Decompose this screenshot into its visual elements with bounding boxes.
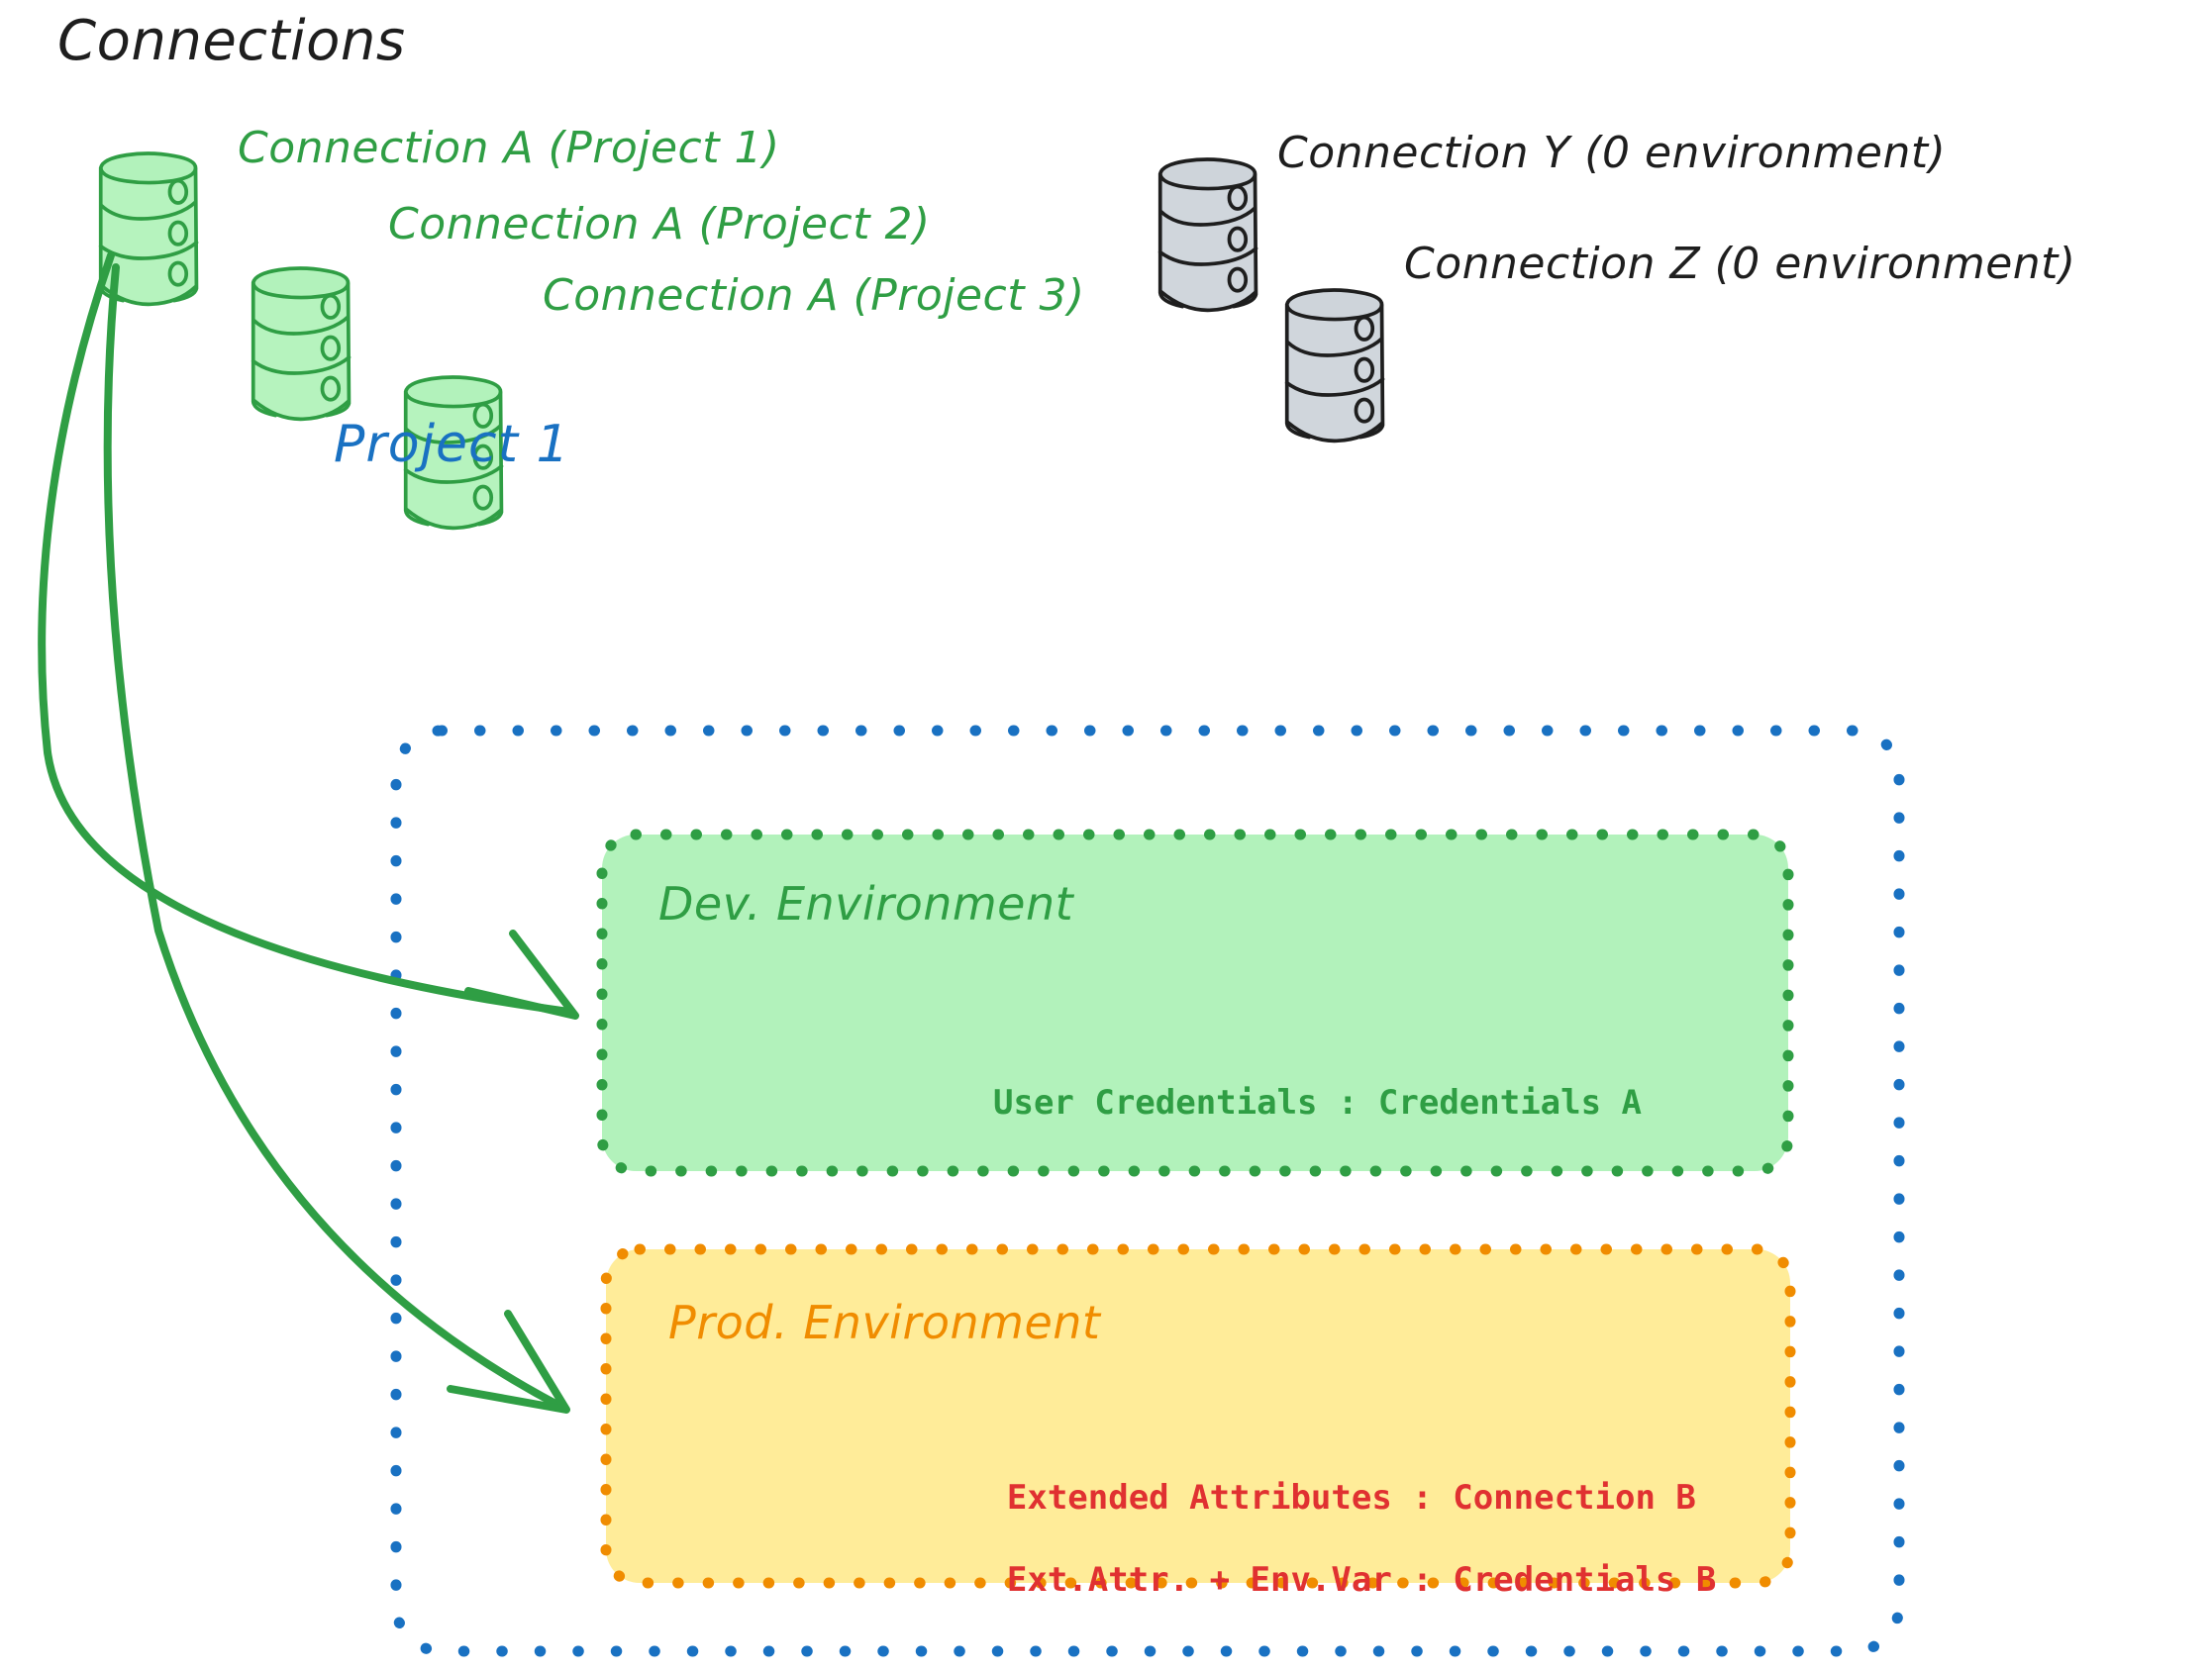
project-title: Project 1 [334,415,570,474]
connection-label-a1: Connection A (Project 1) [238,123,780,173]
prod-environment-entries: Extended Attributes : Connection B Ext.A… [926,1437,1716,1642]
prod-environment-entry-1: Extended Attributes : Connection B [1006,1478,1696,1519]
prod-environment-box [600,1243,1796,1589]
database-icon-connection-z [1283,287,1385,443]
dev-environment-title: Dev. Environment [658,877,1074,931]
arrow-to-dev-environment [38,251,579,1020]
connection-label-z: Connection Z (0 environment) [1404,239,2076,289]
connection-label-y: Connection Y (0 environment) [1277,128,1947,178]
prod-environment-title: Prod. Environment [668,1296,1101,1349]
arrow-to-prod-environment [103,263,570,1414]
dev-environment-entry-1: User Credentials : Credentials A [993,1083,1643,1123]
dev-environment-box [596,829,1794,1177]
database-icon-connection-a2 [250,265,352,422]
connection-label-a2: Connection A (Project 2) [388,199,931,249]
database-icon-connection-y [1156,156,1258,313]
prod-environment-entry-2: Ext.Attr. + Env.Var : Credentials B [1006,1560,1717,1601]
project-container-box [390,725,1905,1657]
connection-label-a3: Connection A (Project 3) [543,270,1085,321]
page-title: Connections [57,9,406,73]
